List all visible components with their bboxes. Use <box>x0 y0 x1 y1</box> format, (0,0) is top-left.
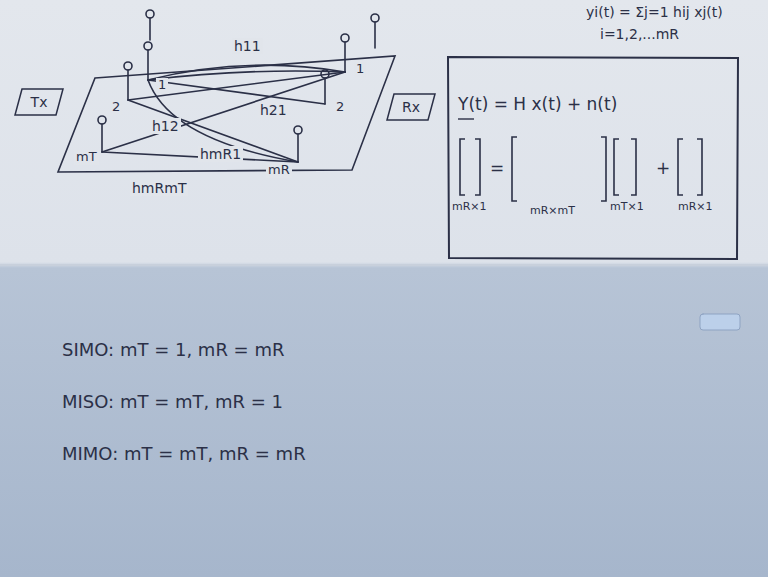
station-name: Rx <box>402 99 420 115</box>
box-outline <box>448 57 738 259</box>
station-plate: Tx <box>14 88 64 116</box>
matrix-bracket <box>460 139 465 195</box>
vector-underline <box>458 118 474 119</box>
plane-outline <box>58 56 395 172</box>
equation-note: i=1,2,...mR <box>600 26 679 42</box>
dimension: mR×mT <box>530 205 575 218</box>
channel-label: h12 <box>150 118 181 134</box>
matrix-bracket <box>697 139 702 195</box>
node-outline <box>446 55 740 261</box>
channel-label: mT <box>74 150 99 165</box>
plate-outline <box>387 94 435 120</box>
channel-label: hmR1 <box>198 146 243 162</box>
equation-note: yi(t) = Σj=1 hij xj(t) <box>586 4 723 20</box>
equation: Y(t) = H x(t) + n(t) <box>458 95 617 115</box>
tx-antennas <box>98 10 154 152</box>
channel-label: mR <box>266 163 292 178</box>
channel-paths <box>102 65 345 162</box>
channel-label: h11 <box>232 38 263 54</box>
equation-box: Y(t) = H x(t) + n(t) = + mR×1 mR×mT mT×1 mR×1 <box>446 55 740 261</box>
dimension: mT×1 <box>610 201 644 214</box>
channel-label: 2 <box>110 100 122 115</box>
matrix-bracket <box>678 139 683 195</box>
channel-label: 1 <box>156 78 168 93</box>
sticker <box>700 314 740 330</box>
case-note: SIMO: mT = 1, mR = mR <box>62 340 284 361</box>
matrix-bracket <box>614 139 619 195</box>
paper-fold <box>0 264 768 266</box>
matrix-bracket <box>475 139 480 195</box>
rx-antennas <box>294 14 379 162</box>
station-plate: Rx <box>386 93 436 121</box>
plate-outline <box>15 89 63 115</box>
channel-label: 2 <box>334 100 346 115</box>
dimension: mR×1 <box>452 201 487 214</box>
case-note: MISO: mT = mT, mR = 1 <box>62 392 283 413</box>
operator: + <box>656 159 670 179</box>
station-name: Tx <box>31 94 48 110</box>
case-note: MIMO: mT = mT, mR = mR <box>62 444 306 465</box>
operator: = <box>490 159 504 179</box>
matrix-bracket <box>601 137 606 201</box>
dimension: mR×1 <box>678 201 713 214</box>
channel-label: 1 <box>354 62 366 77</box>
matrix-bracket <box>512 137 517 201</box>
matrix-bracket <box>631 139 636 195</box>
channel-label: hmRmT <box>130 180 188 196</box>
channel-label: h21 <box>258 102 289 118</box>
